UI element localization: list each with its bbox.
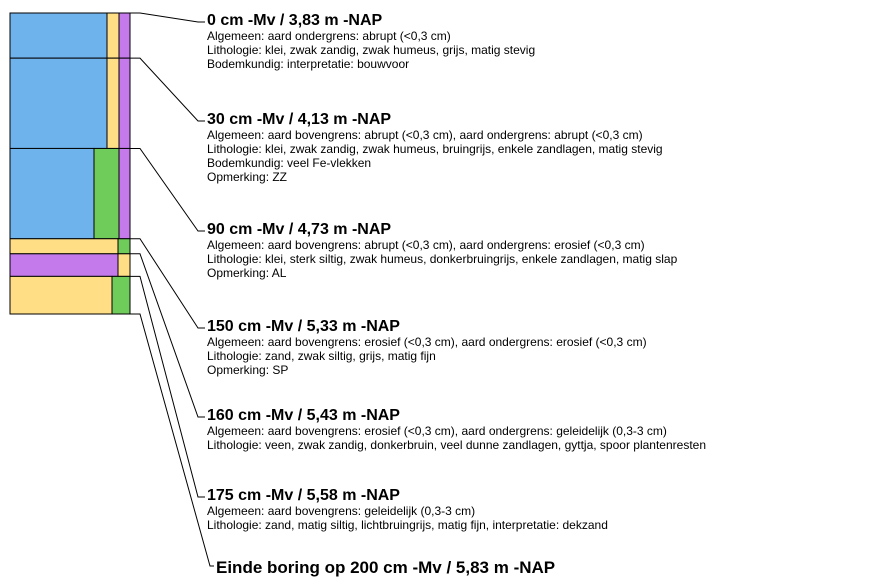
column-segment-peat [9, 253, 119, 277]
column-segment-silt [111, 275, 131, 315]
layer-title: 150 cm -Mv / 5,33 m -NAP [207, 318, 400, 335]
column-segment-silt [117, 238, 131, 255]
layer-title: 160 cm -Mv / 5,43 m -NAP [207, 407, 400, 424]
layer-detail-line: Lithologie: klei, zwak zandig, zwak hume… [207, 43, 536, 57]
layer-detail-line: Algemeen: aard bovengrens: abrupt (<0,3 … [207, 238, 645, 252]
layer-detail-line: Bodemkundig: veel Fe-vlekken [207, 156, 372, 170]
connector-line [130, 12, 205, 23]
layer-detail-line: Opmerking: SP [207, 363, 289, 377]
column-segment-sand [106, 12, 120, 59]
column-segment-clay [9, 57, 108, 149]
layer-detail-line: Lithologie: veen, zwak zandig, donkerbru… [207, 438, 707, 452]
column-segment-sand [9, 238, 119, 255]
layer-detail-line: Bodemkundig: interpretatie: bouwvoor [207, 57, 410, 71]
connector-line [130, 253, 205, 418]
column-segment-silt [93, 147, 120, 240]
layer-detail-line: Algemeen: aard bovengrens: geleidelijk (… [207, 504, 476, 518]
column-outline [9, 12, 131, 315]
connector-line [130, 238, 205, 329]
column-segment-sand [117, 253, 131, 277]
layer-title: 175 cm -Mv / 5,58 m -NAP [207, 487, 400, 504]
column-segment-sand [106, 57, 120, 149]
column-segment-peat [118, 12, 131, 59]
layer-detail-line: Algemeen: aard bovengrens: abrupt (<0,3 … [207, 128, 643, 142]
connector-line [130, 147, 205, 232]
layer-detail-line: Algemeen: aard ondergrens: abrupt (<0,3 … [207, 29, 451, 43]
layer-detail-line: Lithologie: zand, matig siltig, lichtbru… [207, 518, 608, 532]
layer-title: 90 cm -Mv / 4,73 m -NAP [207, 221, 392, 238]
layer-detail-line: Opmerking: AL [207, 266, 287, 280]
column-segment-clay [9, 12, 108, 59]
layer-title: 0 cm -Mv / 3,83 m -NAP [207, 12, 383, 29]
layer-detail-line: Lithologie: zand, zwak siltig, grijs, ma… [207, 349, 436, 363]
layer-detail-line: Opmerking: ZZ [207, 170, 288, 184]
connector-lines [130, 12, 214, 567]
connector-line [130, 275, 205, 498]
end-of-boring-title: Einde boring op 200 cm -Mv / 5,83 m -NAP [216, 558, 556, 577]
column-segment-peat [118, 147, 131, 240]
column-segment-peat [118, 57, 131, 149]
layer-detail-line: Algemeen: aard bovengrens: erosief (<0,3… [207, 335, 647, 349]
layer-detail-line: Lithologie: klei, zwak zandig, zwak hume… [207, 142, 663, 156]
layer-detail-line: Algemeen: aard bovengrens: erosief (<0,3… [207, 424, 667, 438]
column-segment-sand [9, 275, 113, 315]
layer-detail-line: Lithologie: klei, sterk siltig, zwak hum… [207, 252, 678, 266]
connector-line [130, 57, 205, 122]
connector-line [130, 313, 214, 567]
soil-column [9, 12, 131, 315]
column-segment-clay [9, 147, 95, 240]
layer-title: 30 cm -Mv / 4,13 m -NAP [207, 111, 392, 128]
